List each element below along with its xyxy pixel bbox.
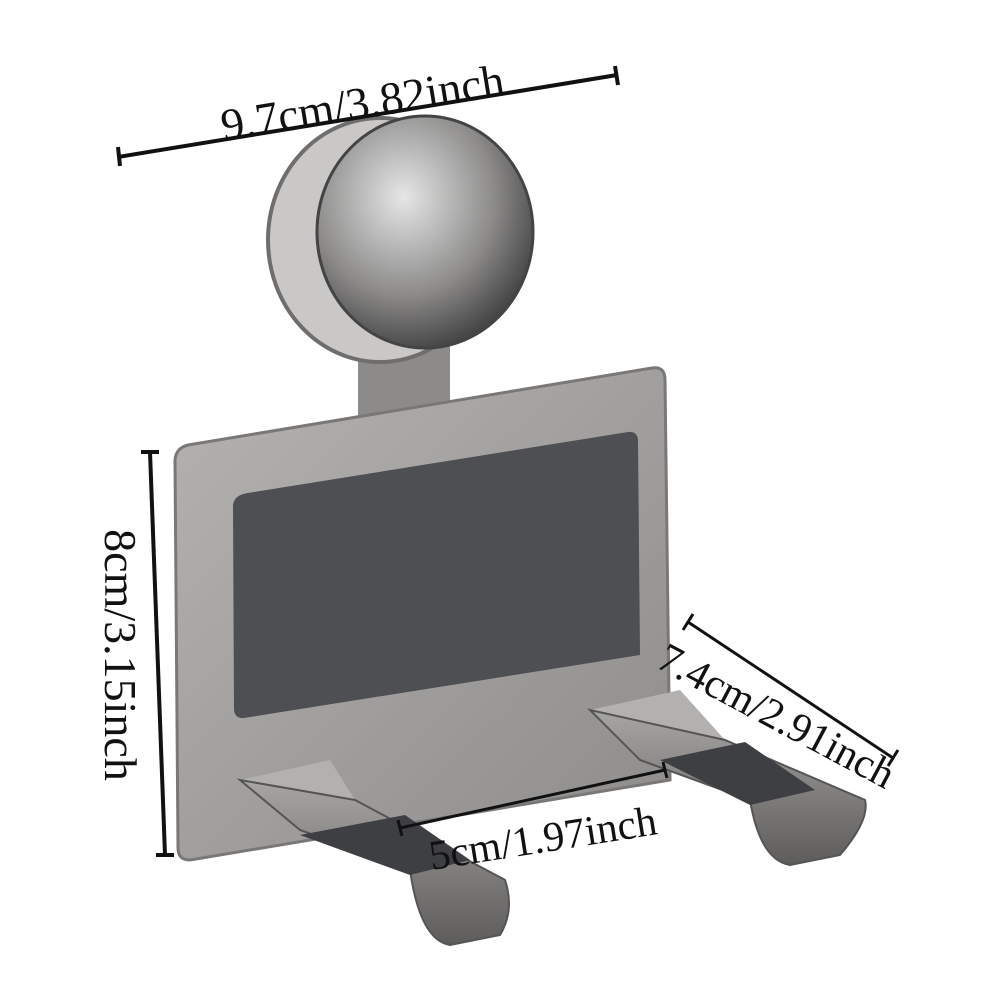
right-hook <box>586 690 867 867</box>
back-plate <box>173 366 672 862</box>
hook-spacing-dimension-line <box>396 761 669 837</box>
height-label: 8cm/3.15inch <box>95 529 146 781</box>
depth-dimension-line <box>681 613 900 767</box>
suction-knob <box>266 114 535 420</box>
left-hook <box>236 760 510 947</box>
width-dimension-line <box>116 65 620 167</box>
height-dimension-line <box>141 450 174 857</box>
